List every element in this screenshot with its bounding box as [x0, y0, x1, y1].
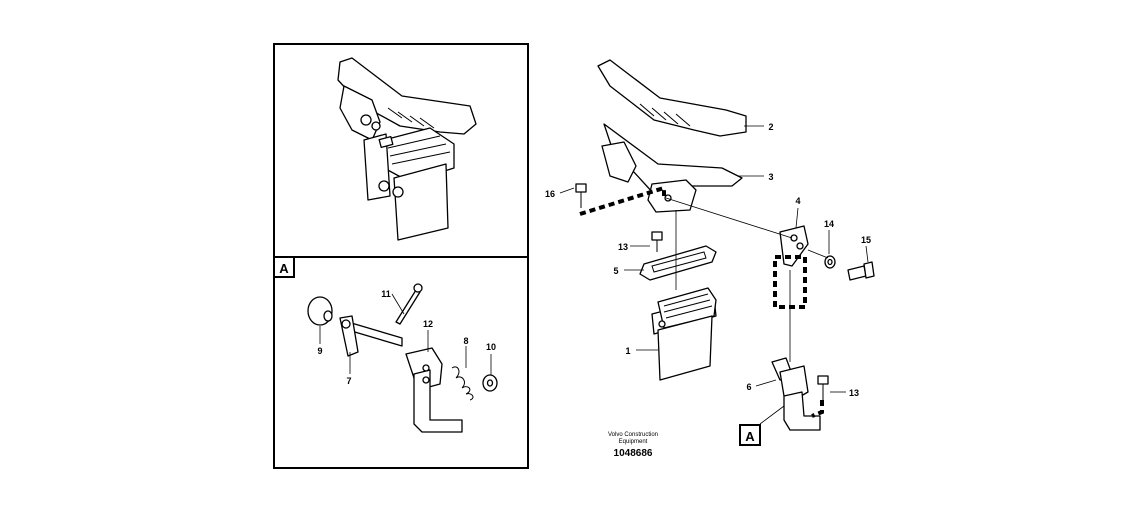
callout-1: 1 — [625, 346, 630, 356]
detail-a-parts — [307, 283, 498, 433]
callout-10: 10 — [486, 342, 496, 352]
callout-5: 5 — [613, 266, 618, 276]
detail-label: A — [279, 261, 289, 276]
callout-8: 8 — [463, 336, 468, 346]
brand-line-2: Equipment — [619, 439, 648, 445]
callout-3: 3 — [768, 172, 773, 182]
view-marker-label: A — [745, 429, 755, 444]
callout-12: 12 — [423, 319, 433, 329]
callout-13-upper: 13 — [618, 242, 628, 252]
dash-path-lower — [811, 400, 824, 418]
pedal-assembly-overview — [337, 57, 477, 241]
callout-15: 15 — [861, 235, 871, 245]
callout-11: 11 — [381, 289, 391, 299]
callout-16: 16 — [545, 189, 555, 199]
detail-label-box — [273, 256, 295, 278]
exploded-view — [575, 59, 875, 431]
drawing-number: 1048686 — [614, 448, 653, 459]
callout-13-lower: 13 — [849, 388, 859, 398]
detail-frame-a — [273, 256, 529, 469]
brand-line-1: Volvo Construction — [608, 432, 658, 438]
callout-4: 4 — [795, 196, 800, 206]
callout-2: 2 — [768, 122, 773, 132]
callout-9: 9 — [317, 346, 322, 356]
callout-6: 6 — [746, 382, 751, 392]
callout-7: 7 — [346, 376, 351, 386]
dash-path-left — [579, 185, 666, 216]
view-marker-box — [739, 424, 761, 446]
callout-14: 14 — [824, 219, 834, 229]
